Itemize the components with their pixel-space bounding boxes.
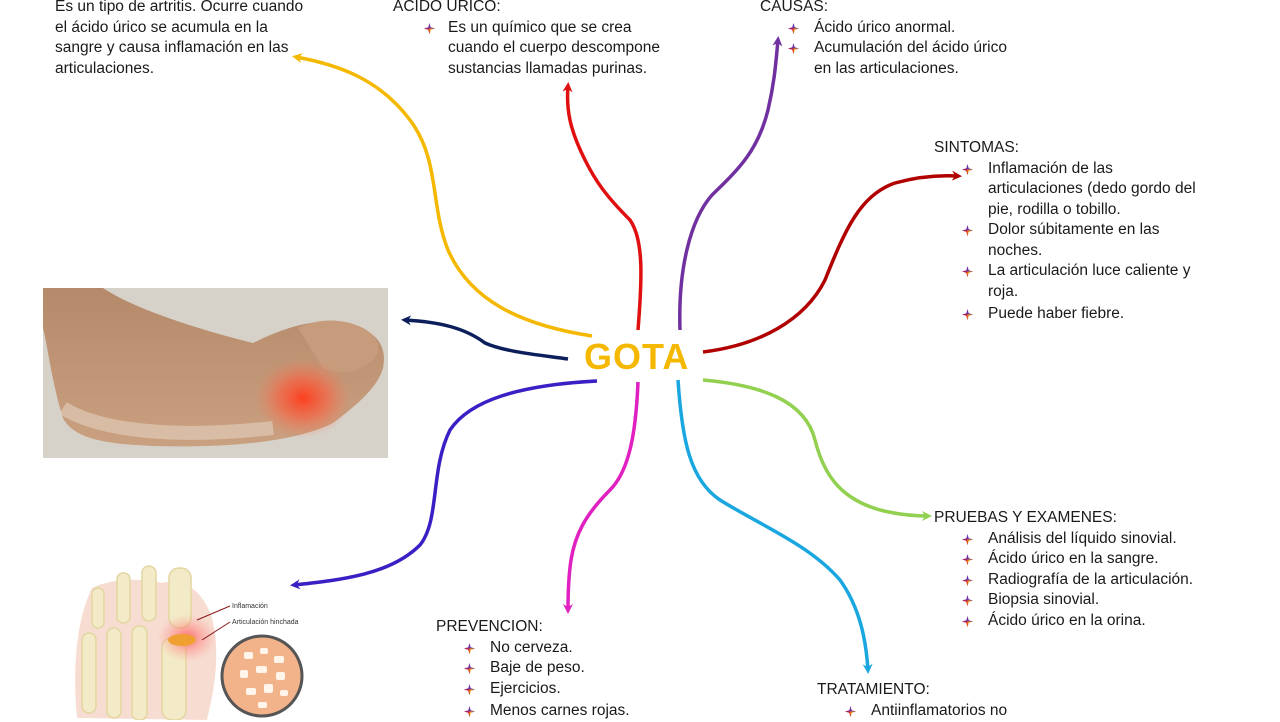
sintomas-list: Inflamación de las articulaciones (dedo … (934, 159, 1196, 325)
prevencion-list: No cerveza. Baje de peso. Ejercicios. Me… (436, 638, 630, 722)
list-item: Radiografía de la articulación. (934, 570, 1193, 591)
pruebas-heading: PRUEBAS Y EXAMENES: (934, 509, 1117, 526)
sintomas-heading: SINTOMAS: (934, 139, 1019, 156)
causas-heading: CAUSAS: (760, 0, 829, 15)
list-item: Biopsia sinovial. (934, 590, 1193, 611)
list-item: Ejercicios. (436, 679, 630, 700)
list-item: La articulación luce caliente y roja. (934, 261, 1196, 302)
acido-urico-list: Es un químico que se crea cuando el cuer… (393, 18, 660, 80)
prevencion-heading: PREVENCION: (436, 618, 543, 635)
tratamiento-block: TRATAMIENTO: Antiinflamatorios no (817, 680, 1007, 721)
anatomy-label-inflammation: Inflamación (232, 603, 268, 610)
definition-line: Es un tipo de artritis. Ocurre cuando (55, 0, 304, 15)
arrow-to-acido-urico (562, 82, 643, 331)
list-item: Ácido úrico en la sangre. (934, 549, 1193, 570)
list-item: Menos carnes rojas. (436, 701, 630, 722)
arrow-to-causas (678, 36, 783, 331)
four-point-star-bullet-icon (845, 705, 856, 717)
four-point-star-bullet-icon (962, 615, 973, 627)
definition-block: Es un tipo de artritis. Ocurre cuando el… (55, 0, 303, 79)
arrow-to-pruebas (702, 378, 932, 521)
arrow-to-definition (292, 53, 593, 338)
four-point-star-bullet-icon (424, 22, 435, 34)
list-item: Dolor súbitamente en las noches. (934, 220, 1196, 261)
definition-line: sangre y causa inflamación en las (55, 39, 289, 56)
list-item: Análisis del líquido sinovial. (934, 529, 1193, 550)
list-item: Ácido úrico anormal. (760, 18, 1007, 39)
four-point-star-bullet-icon (788, 22, 799, 34)
four-point-star-bullet-icon (962, 163, 973, 175)
sintomas-block: SINTOMAS: Inflamación de las articulacio… (934, 138, 1196, 325)
four-point-star-bullet-icon (962, 574, 973, 586)
four-point-star-bullet-icon (464, 706, 475, 717)
list-item: Ácido úrico en la orina. (934, 611, 1193, 632)
tratamiento-heading: TRATAMIENTO: (817, 681, 930, 698)
list-item: Baje de peso. (436, 658, 630, 679)
central-topic-title: GOTA (584, 336, 690, 377)
tratamiento-list: Antiinflamatorios no (817, 701, 1007, 722)
anatomy-label-swollen-joint: Articulación hinchada (232, 619, 299, 626)
prevencion-block: PREVENCION: No cerveza. Baje de peso. Ej… (436, 617, 630, 722)
foot-photo (43, 288, 388, 458)
four-point-star-bullet-icon (962, 554, 973, 565)
definition-line: el ácido úrico se acumula en la (55, 18, 268, 36)
arrow-to-prevencion (563, 381, 640, 614)
four-point-star-bullet-icon (962, 533, 973, 545)
arrow-to-tratamiento (676, 379, 873, 674)
pruebas-list: Análisis del líquido sinovial. Ácido úri… (934, 529, 1193, 632)
four-point-star-bullet-icon (962, 266, 973, 277)
causas-block: CAUSAS: Ácido úrico anormal. Acumulación… (760, 0, 1007, 79)
four-point-star-bullet-icon (464, 683, 475, 695)
pruebas-block: PRUEBAS Y EXAMENES: Análisis del líquido… (934, 508, 1193, 631)
four-point-star-bullet-icon (962, 309, 973, 320)
list-item: Antiinflamatorios no (817, 701, 1007, 722)
list-item: Acumulación del ácido úrico en las artic… (760, 38, 1007, 79)
list-item: Es un químico que se crea cuando el cuer… (393, 18, 660, 80)
arrow-to-anatomy (290, 379, 598, 590)
causas-list: Ácido úrico anormal. Acumulación del áci… (760, 18, 1007, 80)
arrow-to-photo (401, 315, 569, 361)
list-item: Inflamación de las articulaciones (dedo … (934, 159, 1196, 221)
four-point-star-bullet-icon (962, 225, 973, 236)
four-point-star-bullet-icon (788, 43, 799, 54)
list-item: Puede haber fiebre. (934, 304, 1196, 325)
arrow-to-sintomas (702, 170, 962, 354)
four-point-star-bullet-icon (464, 663, 475, 674)
list-item: No cerveza. (436, 638, 630, 659)
four-point-star-bullet-icon (464, 642, 475, 654)
four-point-star-bullet-icon (962, 595, 973, 606)
acido-urico-heading: ÁCIDO ÚRICO: (393, 0, 501, 15)
definition-line: articulaciones. (55, 59, 155, 77)
foot-anatomy-illustration: Inflamación Articulación hinchada (62, 548, 342, 720)
acido-urico-block: ÁCIDO ÚRICO: Es un químico que se crea c… (393, 0, 660, 79)
